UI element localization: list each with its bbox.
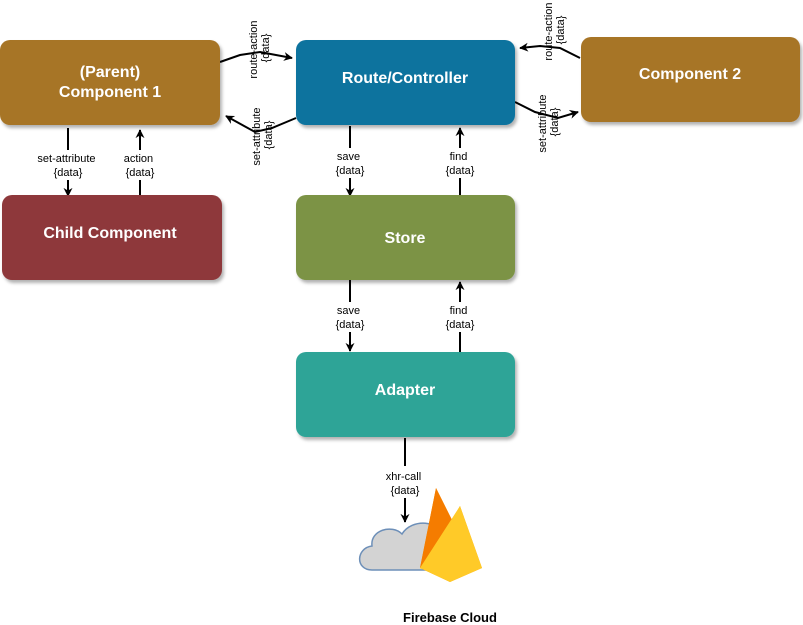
node-box — [0, 40, 220, 125]
edge-label-line1: set-attribute — [37, 153, 95, 165]
edges: route-action {data} set-attribute {data}… — [28, 0, 581, 352]
edge-label-line2: {data} — [549, 107, 561, 136]
node-box — [296, 40, 515, 125]
edge-route-to-store: save {data} — [326, 126, 374, 197]
edge-label-line2: {data} — [446, 319, 475, 331]
edge-label-line1: xhr-call — [386, 471, 421, 483]
node-label: Adapter — [375, 382, 435, 399]
edge-label-line1: set-attribute — [251, 107, 263, 165]
node-label: Child Component — [43, 225, 177, 242]
node-box — [296, 195, 515, 280]
edge-label-line2: {data} — [555, 15, 567, 44]
edge-label-line2: {data} — [336, 319, 365, 331]
node-box — [581, 37, 800, 122]
node-adapter — [296, 352, 515, 437]
edge-label-line1: route-action — [248, 20, 260, 78]
node-store — [296, 195, 515, 280]
node-component-2 — [581, 37, 800, 122]
firebase-flame-icon — [420, 488, 482, 582]
node-box — [2, 195, 222, 280]
edge-label-line2: {data} — [54, 167, 83, 179]
svg-text:set-attribute {data}: set-attribute {data} — [251, 104, 275, 165]
node-box — [296, 352, 515, 437]
edge-store-to-route: find {data} — [436, 127, 484, 196]
edge-label-line2: {data} — [446, 165, 475, 177]
edge-label-line1: set-attribute — [537, 94, 549, 152]
edge-label-line1: find — [450, 151, 468, 163]
edge-parent-to-child: set-attribute {data} — [28, 128, 108, 197]
node-parent-component-1 — [0, 40, 220, 125]
node-label-line2: Component 1 — [59, 84, 161, 101]
svg-text:route-action {data}: route-action {data} — [543, 0, 567, 61]
edge-parent-to-route: route-action {data} — [219, 17, 293, 79]
edge-route-to-parent: set-attribute {data} — [225, 104, 297, 166]
svg-text:action {data}: action {data} — [124, 153, 156, 179]
edge-child-to-parent: action {data} — [116, 129, 164, 196]
node-child-component — [2, 195, 222, 280]
svg-text:save {data}: save {data} — [336, 305, 365, 331]
node-route-controller — [296, 40, 515, 125]
edge-label-line1: save — [337, 305, 360, 317]
edge-comp2-to-route: route-action {data} — [519, 0, 581, 61]
edge-adapter-to-store: find {data} — [436, 281, 484, 352]
svg-text:set-attribute {data}: set-attribute {data} — [537, 91, 561, 152]
edge-label-line1: find — [450, 305, 468, 317]
edge-label-line1: action — [124, 153, 153, 165]
edge-label-line1: save — [337, 151, 360, 163]
edge-label-line2: {data} — [391, 485, 420, 497]
edge-label-line1: route-action — [543, 2, 555, 60]
svg-text:xhr-call {data}: xhr-call {data} — [386, 471, 425, 497]
edge-label-line2: {data} — [336, 165, 365, 177]
edge-store-to-adapter: save {data} — [326, 280, 374, 352]
svg-text:set-attribute {data}: set-attribute {data} — [37, 153, 98, 179]
edge-adapter-to-cloud: xhr-call {data} — [378, 438, 432, 523]
node-label: Component 2 — [639, 66, 741, 83]
svg-text:find {data}: find {data} — [446, 305, 475, 331]
node-label: Route/Controller — [342, 70, 468, 87]
svg-text:find {data}: find {data} — [446, 151, 475, 177]
svg-text:save {data}: save {data} — [336, 151, 365, 177]
node-label-line1: (Parent) — [80, 64, 140, 81]
node-label: Store — [385, 230, 426, 247]
edge-label-line2: {data} — [260, 33, 272, 62]
svg-text:route-action {data}: route-action {data} — [248, 17, 272, 78]
edge-route-to-comp2: set-attribute {data} — [514, 91, 579, 153]
cloud-caption: Firebase Cloud — [403, 610, 497, 625]
edge-label-line2: {data} — [126, 167, 155, 179]
edge-label-line2: {data} — [263, 120, 275, 149]
